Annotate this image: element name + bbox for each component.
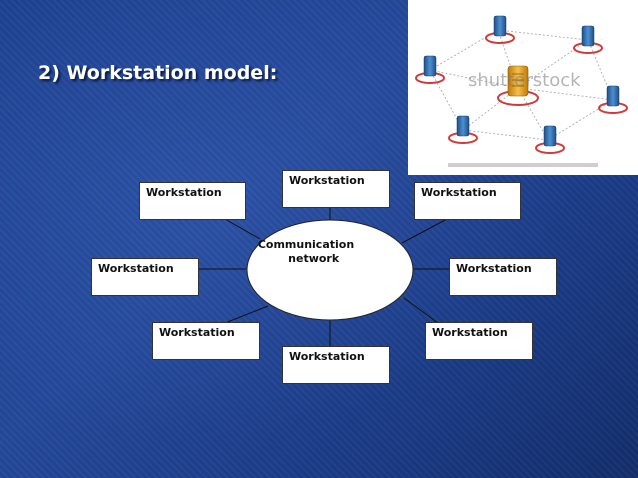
workstation-label: Workstation (421, 186, 497, 199)
workstation-top: Workstation (282, 170, 390, 208)
network-photo: shutterstock (408, 0, 638, 175)
workstation-top-left: Workstation (139, 182, 246, 220)
workstation-bottom-right: Workstation (425, 322, 533, 360)
workstation-label: Workstation (456, 262, 532, 275)
workstation-label: Workstation (289, 174, 365, 187)
workstation-label: Workstation (289, 350, 365, 363)
workstation-label: Workstation (146, 186, 222, 199)
workstation-bottom: Workstation (282, 346, 390, 384)
workstation-label: Workstation (159, 326, 235, 339)
connector-lines (198, 207, 450, 346)
workstation-label: Workstation (98, 262, 174, 275)
workstation-left: Workstation (91, 258, 199, 296)
photo-footer-strip (448, 163, 598, 167)
workstation-top-right: Workstation (414, 182, 521, 220)
communication-network-label: Communication network (257, 238, 355, 265)
network-photo-illustration: shutterstock (408, 0, 638, 175)
communication-network-ellipse (246, 219, 414, 321)
photo-watermark: shutterstock (468, 70, 581, 91)
central-server-icon (507, 65, 529, 97)
workstation-bottom-left: Workstation (152, 322, 260, 360)
workstation-right: Workstation (449, 258, 557, 296)
blue-server-icons (423, 15, 620, 147)
workstation-label: Workstation (432, 326, 508, 339)
slide-title: 2) Workstation model: (38, 62, 278, 84)
